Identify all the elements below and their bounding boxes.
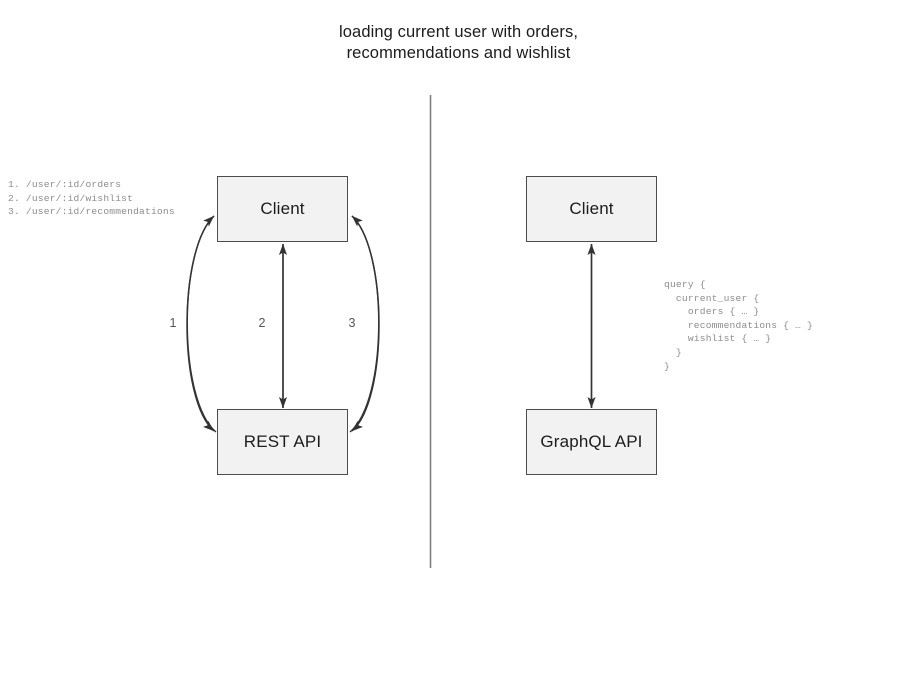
edge-1-client-orders	[186, 215, 217, 433]
edge-1-orders-client	[186, 215, 215, 432]
edge-label-2: 2	[258, 316, 266, 330]
page-title: loading current user with orders, recomm…	[339, 23, 578, 62]
edge-label-3: 3	[348, 316, 356, 330]
rest-endpoints-annotation: 1. /user/:id/orders 2. /user/:id/wishlis…	[8, 179, 175, 218]
node-graphql-api[interactable]: GraphQL API	[526, 409, 657, 475]
edge-3-recommendations-client	[351, 215, 380, 432]
node-client-rest[interactable]: Client	[217, 176, 348, 242]
node-rest-api[interactable]: REST API	[217, 409, 348, 475]
graphql-query-annotation: query { current_user { orders { … } reco…	[664, 279, 813, 372]
node-client-graphql[interactable]: Client	[526, 176, 657, 242]
edge-label-1: 1	[169, 316, 177, 330]
